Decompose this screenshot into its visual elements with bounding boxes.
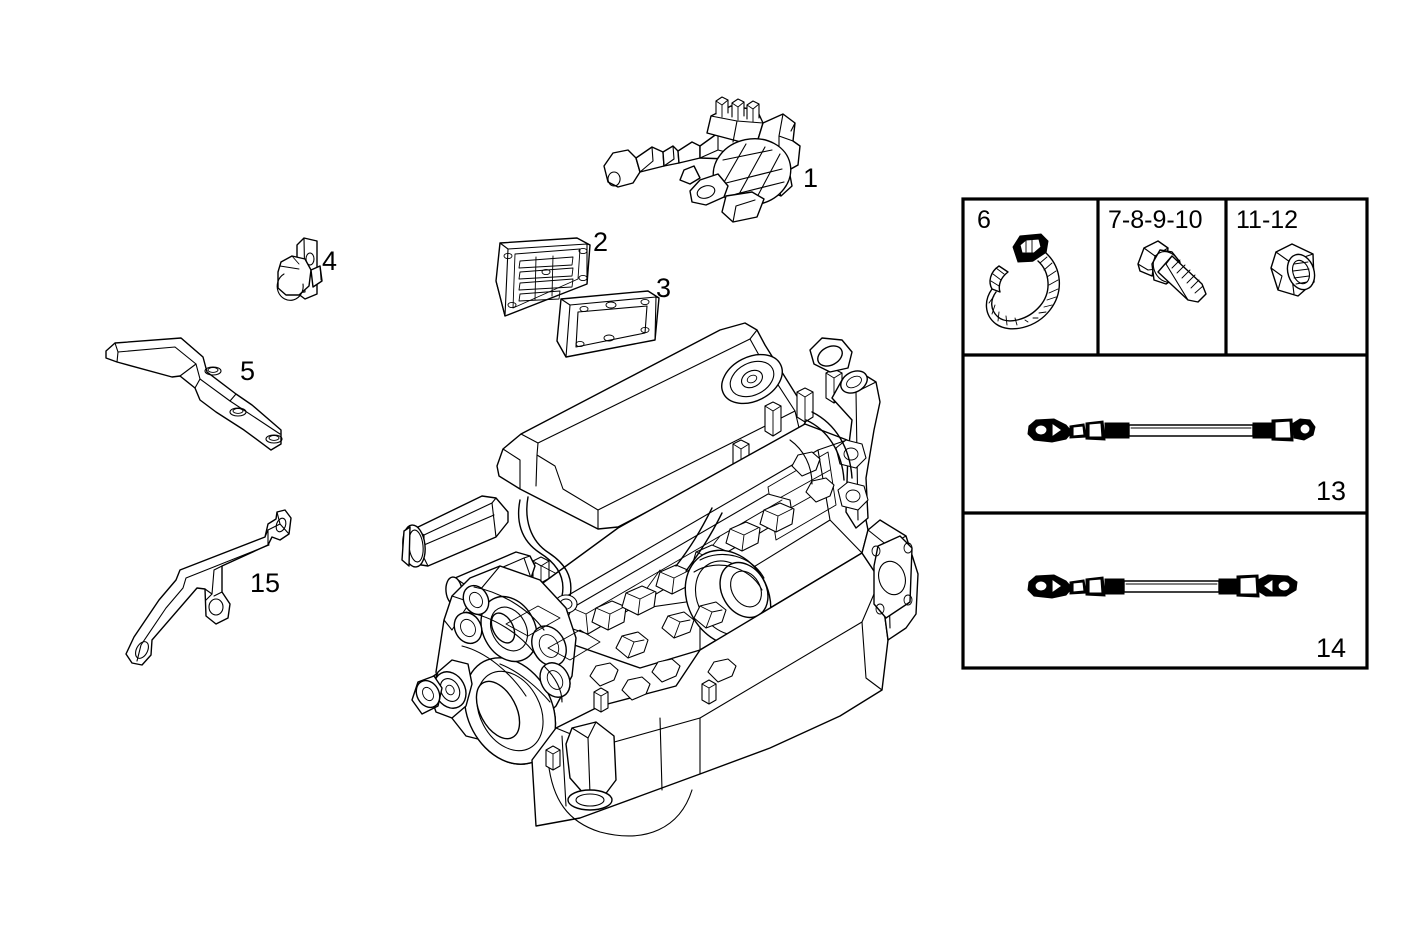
reference-panel: 6 7-8-9-10 xyxy=(961,197,1369,670)
callout-4: 4 xyxy=(322,246,337,276)
part-2-cover-plate-vented xyxy=(495,237,591,317)
callout-5: 5 xyxy=(240,356,255,386)
part-5-support-bracket-long xyxy=(105,337,283,451)
cell-7-8-9-10-flange-bolt xyxy=(1137,240,1207,303)
cell-6-cable-tie xyxy=(985,233,1061,330)
cell-14-battery-cable xyxy=(1027,574,1298,599)
cell-11-12-label: 11-12 xyxy=(1236,206,1298,234)
part-15-support-bracket-angled xyxy=(125,509,292,666)
engine-lower-fittings xyxy=(589,601,737,701)
part-4-clamp-bracket xyxy=(276,237,323,301)
cell-13-label: 13 xyxy=(1316,476,1346,506)
cell-14-label: 14 xyxy=(1316,633,1346,663)
cell-13-battery-cable xyxy=(1027,418,1316,443)
engine-illustration xyxy=(401,322,919,837)
cell-7-8-9-10-label: 7-8-9-10 xyxy=(1108,206,1203,234)
callout-3: 3 xyxy=(656,273,671,303)
callout-2: 2 xyxy=(593,227,608,257)
callout-15: 15 xyxy=(250,568,280,598)
engine-block-bolts xyxy=(545,679,717,771)
part-1-engine-mount-bracket-assembly xyxy=(603,96,801,223)
cell-11-12-hex-nut xyxy=(1270,243,1316,297)
callout-1: 1 xyxy=(803,163,818,193)
part-3-gasket-frame xyxy=(556,290,660,358)
engine-upper-right-fittings xyxy=(789,439,835,503)
cell-6-label: 6 xyxy=(977,206,991,234)
